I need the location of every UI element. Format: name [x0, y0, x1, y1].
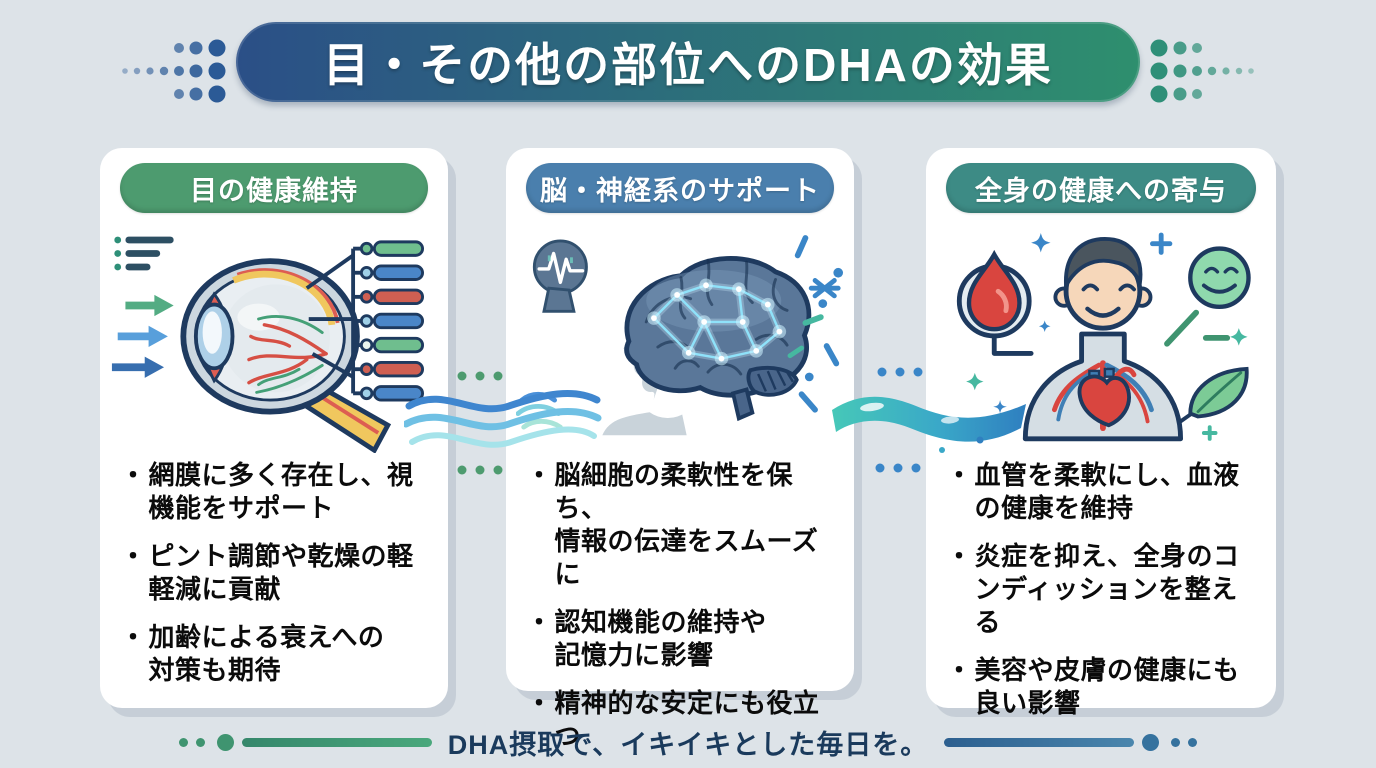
bullet-item: ・血管を柔軟にし、血液 の健康を維持	[946, 459, 1258, 525]
bullet-text: ピント調節や乾燥の軽 軽減に貢献	[148, 541, 414, 605]
bullet-marker: ・	[946, 460, 973, 490]
footer-text: DHA摂取で、イキイキとした毎日を。	[447, 729, 929, 760]
bullet-item: ・精神的な安定にも役立つ	[526, 687, 836, 753]
dots-decoration-left	[122, 39, 226, 103]
bullet-list-brain: ・脳細胞の柔軟性を保ち、 情報の伝達をスムーズに ・認知機能の維持や 記憶力に影…	[526, 459, 836, 753]
eyeball	[180, 258, 392, 453]
green-line-accents	[1164, 309, 1231, 347]
bullet-item: ・加齢による衰えへの 対策も期待	[120, 621, 430, 687]
bullet-text: 加齢による衰えへの 対策も期待	[148, 622, 385, 686]
bullet-item: ・認知機能の維持や 記憶力に影響	[526, 606, 836, 672]
head-pulse-icon	[532, 239, 588, 313]
smiley-icon	[1188, 246, 1251, 310]
card-eye-header-label: 目の健康維持	[190, 175, 358, 206]
spark-dashes	[787, 235, 844, 413]
brain-stem	[730, 387, 755, 422]
bullet-item: ・脳細胞の柔軟性を保ち、 情報の伝達をスムーズに	[526, 459, 836, 591]
light-arrows	[111, 294, 174, 378]
bullet-marker: ・	[946, 655, 973, 686]
body-illustration	[936, 215, 1266, 453]
bullet-text: 精神的な安定にも役立つ	[554, 688, 820, 752]
wave-accent-left	[516, 391, 563, 430]
bullet-marker: ・	[120, 541, 147, 572]
footer-dot	[1142, 733, 1160, 751]
person-circulation	[1022, 236, 1184, 442]
footer-dot	[178, 737, 188, 747]
bullet-list-body: ・血管を柔軟にし、血液 の健康を維持 ・炎症を抑え、全身のコ ンディッションを整…	[946, 459, 1258, 720]
bullet-marker: ・	[120, 460, 147, 490]
dots-decoration-right	[1150, 39, 1254, 103]
footer: DHA摂取で、イキイキとした毎日を。	[0, 718, 1376, 766]
bullet-list-eye: ・網膜に多く存在し、視 機能をサポート ・ピント調節や乾燥の軽 軽減に貢献 ・加…	[120, 459, 430, 687]
leaf-icon	[1178, 366, 1249, 424]
photoreceptor-pins	[305, 240, 425, 402]
bullet-item: ・炎症を抑え、全身のコ ンディッションを整える	[946, 540, 1258, 639]
bullet-item: ・ピント調節や乾燥の軽 軽減に貢献	[120, 540, 430, 606]
card-eye-health: 目の健康維持	[100, 148, 448, 708]
page-title: 目・その他の部位へのDHAの効果	[323, 39, 1053, 91]
footer-line-left	[241, 737, 432, 747]
bullet-text: 血管を柔軟にし、血液 の健康を維持	[974, 460, 1240, 524]
card-brain-support: 脳・神経系のサポート	[506, 148, 854, 751]
footer-line-right	[944, 737, 1135, 747]
bullet-marker: ・	[526, 460, 553, 490]
bullet-marker: ・	[120, 622, 147, 653]
brain	[624, 256, 812, 422]
sparkle-icons	[966, 232, 1248, 441]
bullet-text: 脳細胞の柔軟性を保ち、 情報の伝達をスムーズに	[554, 460, 819, 590]
bullet-marker: ・	[526, 607, 553, 638]
card-body-header-label: 全身の健康への寄与	[975, 175, 1227, 206]
bullet-text: 認知機能の維持や 記憶力に影響	[554, 607, 767, 671]
footer-dot	[1188, 737, 1198, 747]
bullet-text: 網膜に多く存在し、視 機能をサポート	[148, 460, 414, 524]
card-body-header-pill: 全身の健康への寄与	[946, 163, 1256, 213]
brain-illustration	[516, 215, 844, 453]
bullet-marker: ・	[526, 688, 553, 719]
bullet-text: 美容や皮膚の健康にも 良い影響	[974, 655, 1240, 719]
neural-nodes	[647, 278, 787, 366]
footer-dot	[216, 733, 234, 751]
bullet-text: 炎症を抑え、全身のコ ンディッションを整える	[974, 541, 1240, 638]
bullet-marker: ・	[946, 541, 973, 572]
bullet-item: ・網膜に多く存在し、視 機能をサポート	[120, 459, 430, 525]
list-icon	[114, 236, 174, 271]
card-brain-header-pill: 脳・神経系のサポート	[526, 163, 834, 213]
title-banner: 目・その他の部位へのDHAの効果	[236, 22, 1140, 102]
heart-icon	[1077, 366, 1137, 428]
eye-illustration	[110, 215, 438, 453]
footer-dot	[195, 737, 205, 747]
retina-vessels-green	[255, 315, 324, 394]
bullet-item: ・美容や皮膚の健康にも 良い影響	[946, 654, 1258, 720]
card-brain-header-label: 脳・神経系のサポート	[540, 175, 820, 206]
blood-drop-icon	[956, 249, 1034, 356]
footer-dot	[1171, 737, 1181, 747]
card-body-health: 全身の健康への寄与	[926, 148, 1276, 718]
card-eye-header-pill: 目の健康維持	[120, 163, 428, 213]
